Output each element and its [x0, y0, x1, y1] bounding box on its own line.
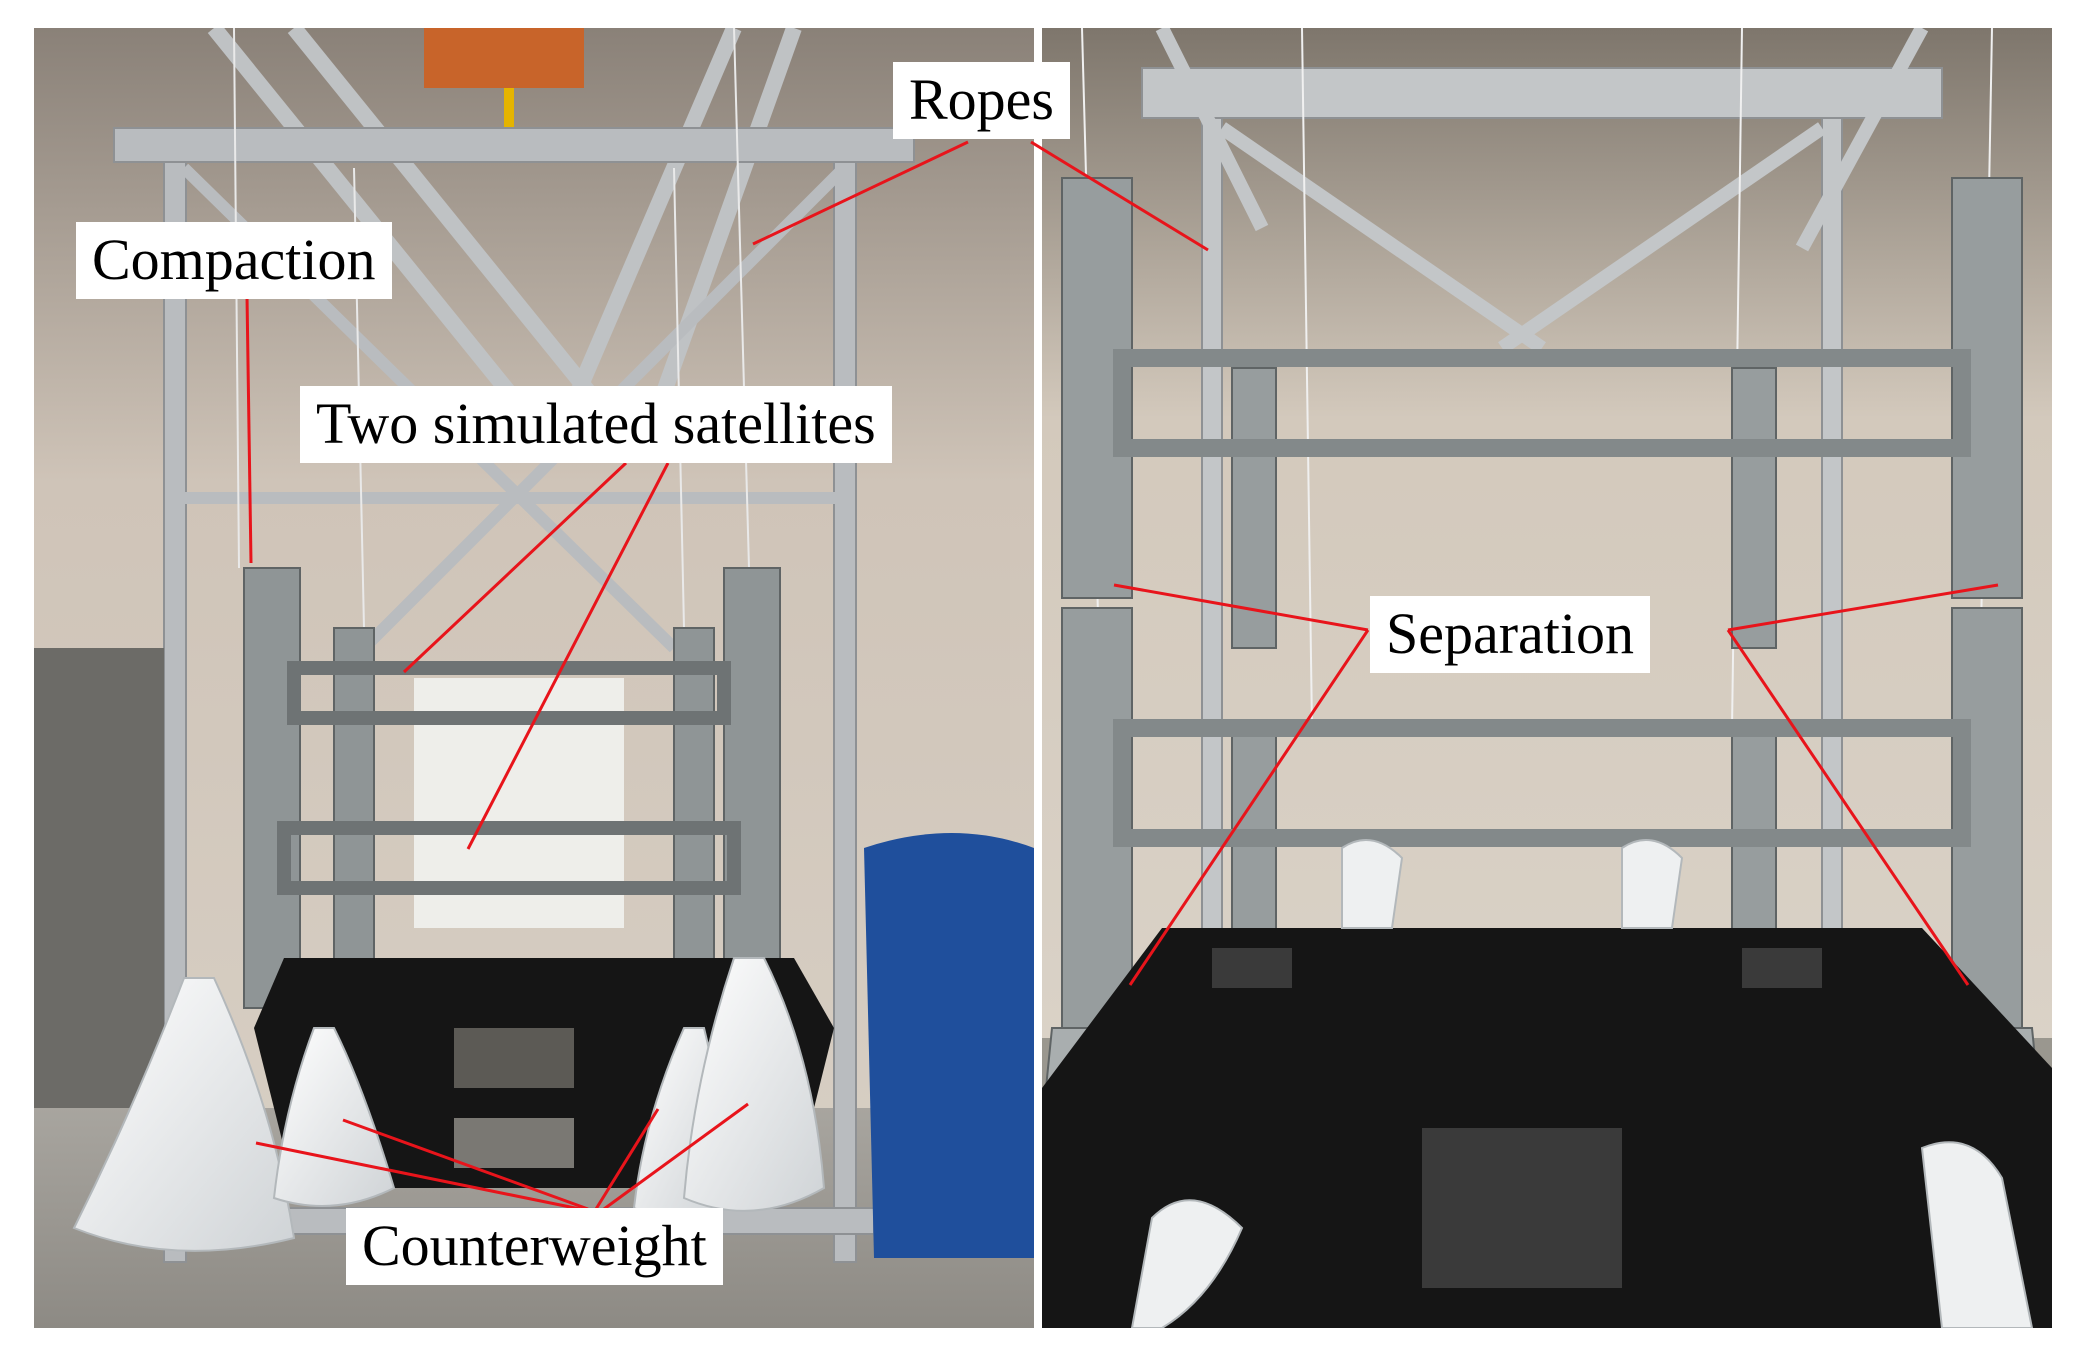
photo-separated-illustration — [1042, 28, 2052, 1328]
label-compaction: Compaction — [76, 222, 392, 299]
label-counterweight: Counterweight — [346, 1208, 723, 1285]
label-two-simulated-satellites: Two simulated satellites — [300, 386, 892, 463]
satellite-columns — [243, 567, 781, 1009]
photo-separated-configuration — [1042, 28, 2052, 1328]
label-separation: Separation — [1370, 596, 1651, 673]
side-machinery — [34, 648, 164, 1108]
label-ropes: Ropes — [893, 62, 1070, 139]
hoist — [424, 28, 584, 88]
blue-cover — [864, 833, 1034, 1258]
